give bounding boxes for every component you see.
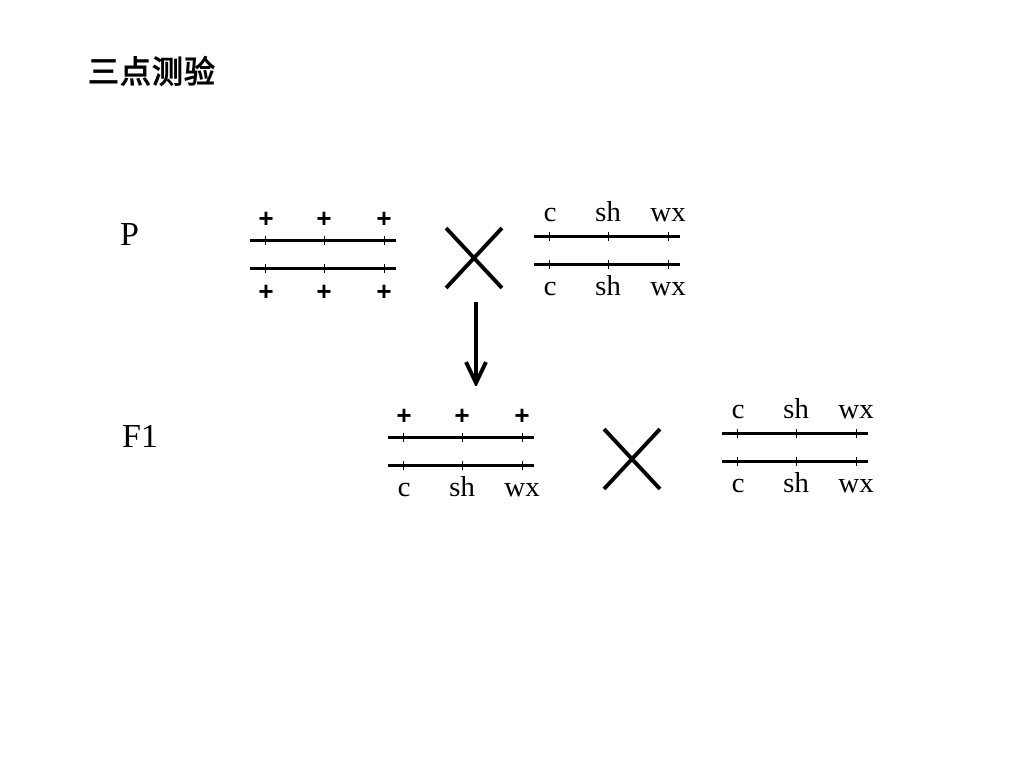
locus-tick	[796, 457, 797, 466]
allele: c	[731, 393, 745, 425]
locus-tick	[796, 429, 797, 438]
allele: +	[514, 400, 530, 430]
generation-label-p: P	[120, 216, 139, 253]
allele: c	[543, 196, 557, 228]
cross-icon	[444, 226, 504, 290]
f1-parent-1-chromosomes: + + + c sh wx	[388, 399, 540, 505]
locus-tick	[549, 232, 550, 241]
locus-tick	[608, 232, 609, 241]
allele: +	[316, 203, 332, 233]
locus-tick	[668, 260, 669, 269]
chromosome-line	[388, 464, 534, 467]
p-parent-2-chromosomes: c sh wx c sh wx	[534, 196, 686, 304]
allele: +	[258, 203, 274, 233]
generation-label-f1: F1	[122, 418, 158, 455]
allele: sh	[783, 467, 809, 499]
allele: sh	[449, 471, 475, 503]
allele: +	[454, 400, 470, 430]
allele: wx	[504, 471, 540, 503]
locus-tick	[324, 236, 325, 245]
locus-tick	[403, 461, 404, 470]
allele: +	[396, 400, 412, 430]
allele: sh	[595, 196, 621, 228]
allele: +	[376, 276, 392, 306]
chromosome-line	[534, 235, 680, 238]
locus-tick	[384, 236, 385, 245]
chromosome-line	[250, 267, 396, 270]
allele: sh	[783, 393, 809, 425]
allele: c	[731, 467, 745, 499]
locus-tick	[462, 461, 463, 470]
locus-tick	[522, 461, 523, 470]
cross-icon	[602, 427, 662, 491]
locus-tick	[549, 260, 550, 269]
locus-tick	[265, 264, 266, 273]
locus-tick	[668, 232, 669, 241]
chromosome-line	[388, 436, 534, 439]
allele: wx	[650, 270, 686, 302]
p-parent-1-chromosomes: + + + + + +	[250, 202, 396, 308]
locus-tick	[522, 433, 523, 442]
locus-tick	[856, 429, 857, 438]
slide-title: 三点测验	[88, 55, 216, 91]
locus-tick	[608, 260, 609, 269]
f1-parent-2-chromosomes: c sh wx c sh wx	[722, 393, 874, 501]
allele: wx	[650, 196, 686, 228]
locus-tick	[265, 236, 266, 245]
locus-tick	[737, 429, 738, 438]
allele: wx	[838, 393, 874, 425]
allele: +	[258, 276, 274, 306]
allele: c	[397, 471, 411, 503]
locus-tick	[384, 264, 385, 273]
locus-tick	[737, 457, 738, 466]
allele: +	[316, 276, 332, 306]
allele: +	[376, 203, 392, 233]
locus-tick	[324, 264, 325, 273]
locus-tick	[856, 457, 857, 466]
chromosome-line	[722, 432, 868, 435]
allele: c	[543, 270, 557, 302]
allele: wx	[838, 467, 874, 499]
chromosome-line	[534, 263, 680, 266]
chromosome-line	[250, 239, 396, 242]
down-arrow-icon	[464, 302, 488, 386]
locus-tick	[462, 433, 463, 442]
chromosome-line	[722, 460, 868, 463]
locus-tick	[403, 433, 404, 442]
allele: sh	[595, 270, 621, 302]
